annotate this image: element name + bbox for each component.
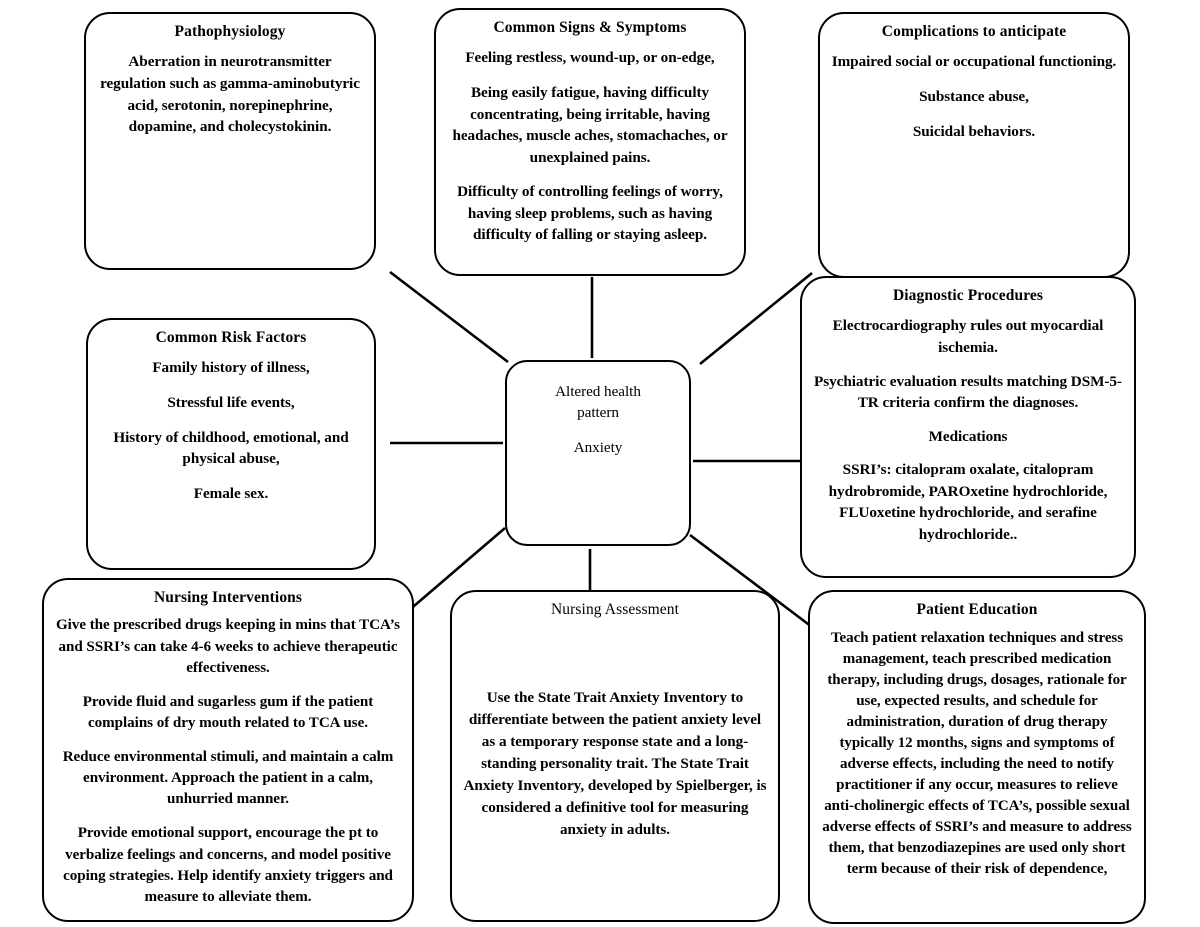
node-pathophysiology[interactable]: Pathophysiology Aberration in neurotrans… <box>84 12 376 270</box>
node-interventions-paragraph-1: Give the prescribed drugs keeping in min… <box>55 617 401 676</box>
node-signs-paragraph-1: Feeling restless, wound-up, or on-edge, <box>465 49 715 67</box>
node-nursing-assessment[interactable]: Nursing Assessment Use the State Trait A… <box>450 590 780 922</box>
node-diagnostic-medications-heading: Medications <box>928 427 1008 445</box>
node-complications-paragraph-2: Substance abuse, <box>919 87 1029 105</box>
node-pathophysiology-title: Pathophysiology <box>174 23 286 40</box>
node-signs-title: Common Signs & Symptoms <box>493 19 687 36</box>
node-center-line-2: pattern <box>577 403 619 421</box>
node-center-spacer <box>517 424 679 438</box>
node-assessment-title: Nursing Assessment <box>551 601 679 618</box>
node-interventions-paragraph-2: Provide fluid and sugarless gum if the p… <box>82 693 374 731</box>
node-complications-title: Complications to anticipate <box>881 23 1067 40</box>
node-assessment-body: Use the State Trait Anxiety Inventory to… <box>462 629 768 840</box>
node-diagnostic-paragraph-2: Psychiatric evaluation results matching … <box>814 372 1122 412</box>
node-complications-to-anticipate[interactable]: Complications to anticipate Impaired soc… <box>818 12 1130 278</box>
node-diagnostic-title: Diagnostic Procedures <box>892 287 1044 304</box>
node-complications-paragraph-3: Suicidal behaviors. <box>912 122 1036 140</box>
node-center-altered-health-pattern[interactable]: Altered health pattern Anxiety <box>505 360 691 546</box>
node-interventions-paragraph-3: Reduce environmental stimuli, and mainta… <box>62 749 394 808</box>
node-diagnostic-paragraph-4: SSRI’s: citalopram oxalate, citalopram h… <box>828 461 1108 543</box>
node-common-risk-factors[interactable]: Common Risk Factors Family history of il… <box>86 318 376 570</box>
node-complications-paragraph-1: Impaired social or occupational function… <box>831 53 1117 71</box>
edge-center-pathophysiology <box>389 270 509 364</box>
node-patient-education[interactable]: Patient Education Teach patient relaxati… <box>808 590 1146 924</box>
node-riskfactors-paragraph-2: Stressful life events, <box>167 393 295 411</box>
node-center-inner: Altered health pattern Anxiety <box>517 368 679 459</box>
node-assessment-paragraph-1: Use the State Trait Anxiety Inventory to… <box>463 689 767 838</box>
node-riskfactors-paragraph-1: Family history of illness, <box>152 359 310 377</box>
node-nursing-interventions[interactable]: Nursing Interventions Give the prescribe… <box>42 578 414 922</box>
node-education-title: Patient Education <box>916 601 1038 618</box>
node-common-signs-symptoms[interactable]: Common Signs & Symptoms Feeling restless… <box>434 8 746 276</box>
edge-center-complications <box>699 271 813 366</box>
node-signs-paragraph-2: Being easily fatigue, having difficulty … <box>452 83 728 166</box>
node-diagnostic-procedures[interactable]: Diagnostic Procedures Electrocardiograph… <box>800 276 1136 578</box>
node-interventions-paragraph-4: Provide emotional support, encourage the… <box>63 825 393 905</box>
node-interventions-title: Nursing Interventions <box>153 589 303 606</box>
node-pathophysiology-paragraph-1: Aberration in neurotransmitter regulatio… <box>100 53 360 136</box>
node-education-paragraph-1: Teach patient relaxation techniques and … <box>822 630 1132 878</box>
node-riskfactors-paragraph-4: Female sex. <box>193 484 269 502</box>
node-center-line-3: Anxiety <box>573 438 623 456</box>
node-riskfactors-paragraph-3: History of childhood, emotional, and phy… <box>113 428 349 468</box>
node-diagnostic-paragraph-1: Electrocardiography rules out myocardial… <box>832 317 1104 356</box>
node-riskfactors-title: Common Risk Factors <box>155 329 307 346</box>
node-center-line-1: Altered health <box>555 383 641 400</box>
node-signs-paragraph-3: Difficulty of controlling feelings of wo… <box>457 183 723 244</box>
